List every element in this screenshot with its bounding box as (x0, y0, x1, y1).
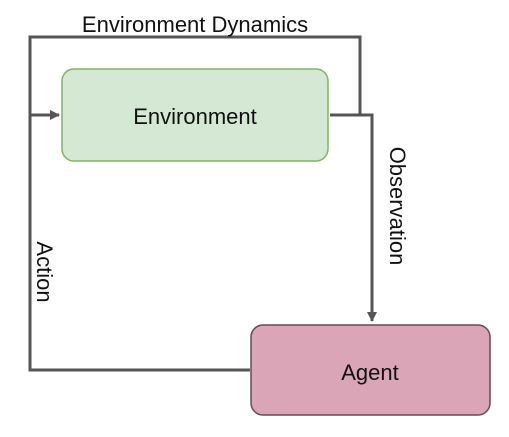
environment-dynamics-label: Environment Dynamics (82, 12, 308, 37)
environment-dynamics-loop (28, 35, 362, 120)
environment-node (61, 68, 329, 162)
observation-label: Observation (385, 147, 410, 266)
observation-edge (330, 113, 377, 322)
action-label: Action (32, 241, 57, 302)
environment-node-label: Environment (133, 104, 257, 129)
action-edge (28, 115, 250, 372)
agent-node (250, 324, 491, 416)
agent-node-label: Agent (341, 360, 399, 385)
